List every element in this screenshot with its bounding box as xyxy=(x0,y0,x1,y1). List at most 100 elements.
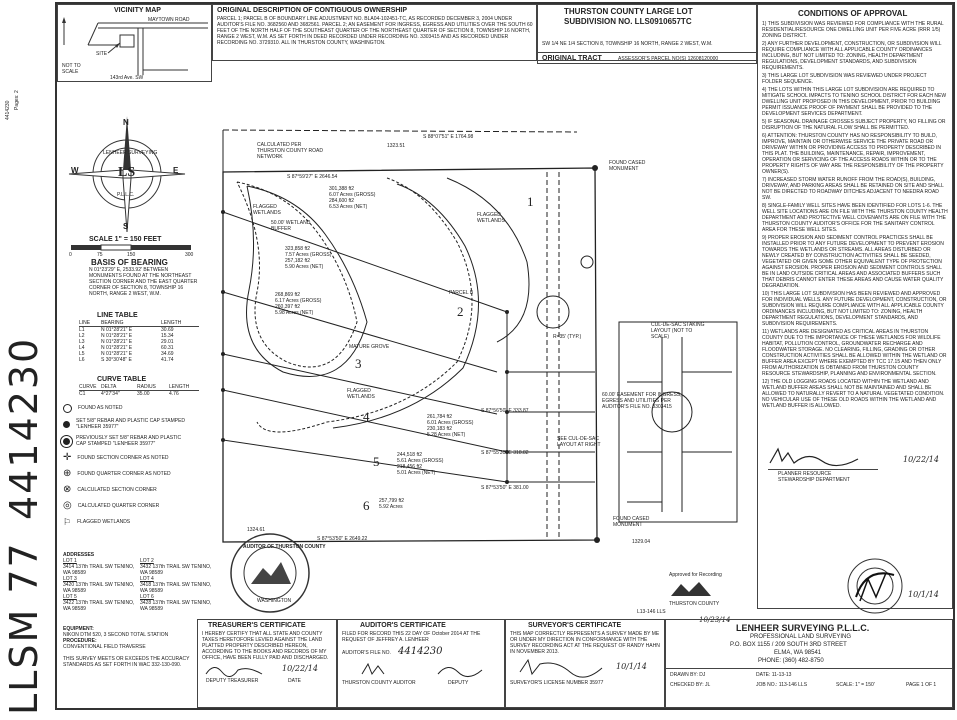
county-logo xyxy=(671,582,711,596)
curve-col: CURVE xyxy=(79,384,97,390)
curve-cell: 4.76 xyxy=(169,391,179,397)
legend-item: SET 5/8" REBAR AND PLASTIC CAP STAMPED "… xyxy=(63,416,213,432)
treasurer-text: I HEREBY CERTIFY THAT ALL STATE AND COUN… xyxy=(202,631,329,661)
vicinity-title: VICINITY MAP xyxy=(114,7,161,14)
line-table-row: L6 S 30°30'48" E 41.74 xyxy=(79,357,199,363)
line-table-cell: N 01°28'21" E xyxy=(101,333,133,339)
treasurer-signature xyxy=(205,667,263,677)
surveyor-date: 10/1/14 xyxy=(616,662,647,671)
company-name: LENHEER SURVEYING P.L.L.C. xyxy=(736,623,870,633)
line-table-cell: 60.31 xyxy=(161,345,174,351)
title-location: SW 1/4 NE 1/4 SECTION 8, TOWNSHIP 16 NOR… xyxy=(542,41,713,47)
compass-n: N xyxy=(123,118,129,127)
auditor-signature xyxy=(361,662,483,677)
curve-table-header: CURVE DELTA RADIUS LENGTH xyxy=(79,384,199,391)
lot-1-area: 301,388 ft2 6.07 Acres (GROSS) 284,600 f… xyxy=(329,186,375,210)
recording-date: 10/23/14 xyxy=(699,616,731,624)
area-text: 323,858 ft2 xyxy=(285,246,311,252)
area-text: 257,799 ft2 xyxy=(379,498,405,504)
condition-item: 3) THIS LARGE LOT SUBDIVISION WAS REVIEW… xyxy=(762,73,928,85)
bearing-2: S 87°56'50" E 333.87 xyxy=(481,408,529,414)
line-table-cell: S 30°30'48" E xyxy=(101,357,132,363)
address-lot: LOT 2 xyxy=(140,558,154,564)
flagged-wetland-icon: ⚐ xyxy=(63,517,72,527)
line-table-cell: 29.01 xyxy=(161,339,174,345)
logo-initials: LS xyxy=(118,165,136,180)
legend-text: FOUND AS NOTED xyxy=(78,405,123,411)
legend-text: FOUND QUARTER CORNER AS NOTED xyxy=(77,471,171,477)
address-lot: LOT 6 xyxy=(140,594,154,600)
approved-recording: Approved for Recording xyxy=(669,572,722,578)
line-table-cell: 15.34 xyxy=(161,333,174,339)
surveyor-signature xyxy=(519,658,603,678)
plat-sheet: VICINITY MAP MAYTOWN ROAD SITE 143rd Ave… xyxy=(55,2,955,710)
compass-s: S xyxy=(123,222,129,231)
lot-2-area: 323,858 ft2 7.57 Acres (GROSS) 257,182 f… xyxy=(285,246,331,270)
legend-text: FOUND SECTION CORNER AS NOTED xyxy=(77,455,169,461)
equipment-text: NIKON DTM 520, 3 SECOND TOTAL STATION xyxy=(63,632,169,638)
line-table-cell: L6 xyxy=(79,357,85,363)
compass-w: W xyxy=(71,166,79,175)
area-text: 6.07 Acres (GROSS) xyxy=(329,192,376,198)
drawing-number: L13-146 LLS xyxy=(637,609,666,615)
bearing-3: S 87°55'30" E 318.82 xyxy=(481,450,529,456)
vicinity-map: VICINITY MAP MAYTOWN ROAD SITE 143rd Ave… xyxy=(57,4,212,82)
surveyor-certificate: SURVEYOR'S CERTIFICATE THIS MAP CORRECTL… xyxy=(505,619,665,708)
seal-date: 10/1/14 xyxy=(908,590,939,599)
stamp-page-label: Pages: 2 xyxy=(14,90,20,110)
area-text: 5.90 Acres (NET) xyxy=(285,264,324,270)
title-line1: THURSTON COUNTY LARGE LOT xyxy=(564,7,693,16)
section-corner-icon: ✛ xyxy=(63,452,72,463)
auditor-file-label: AUDITOR'S FILE NO. xyxy=(342,650,391,656)
area-text: 244,518 ft2 xyxy=(397,452,423,458)
line-table-cell: L2 xyxy=(79,333,85,339)
curve-row: C1 4°27'34" 35.00 4.76 xyxy=(79,391,199,397)
auditor-certificate: AUDITOR'S CERTIFICATE FILED FOR RECORD T… xyxy=(337,619,505,708)
address-text: 3420 137th TRAIL SW TENINO, WA 98589 xyxy=(63,582,135,594)
auditor-title: AUDITOR'S CERTIFICATE xyxy=(360,622,446,629)
equipment: EQUIPMENT: NIKON DTM 520, 3 SECOND TOTAL… xyxy=(63,626,213,668)
bearing-4: S 87°53'50" E 381.00 xyxy=(481,485,529,491)
deputy-label: DEPUTY xyxy=(448,680,469,686)
surveyor-seal xyxy=(847,558,903,614)
condition-item: 2) ANY FURTHER DEVELOPMENT, CONSTRUCTION… xyxy=(762,41,943,71)
found-monument-icon xyxy=(63,403,72,413)
logo-company: LENHEER SURVEYING xyxy=(103,150,158,156)
line-table-cell: N 01°28'21" E xyxy=(101,339,133,345)
lot-1-number: 1 xyxy=(527,194,534,209)
planner-label: PLANNER RESOURCE STEWARDSHIP DEPARTMENT xyxy=(778,471,850,483)
surveyor-text: THIS MAP CORRECTLY REPRESENTS A SURVEY M… xyxy=(510,631,660,655)
legend-item: ⊗CALCULATED SECTION CORNER xyxy=(63,482,213,498)
label-wetlands-3: FLAGGED WETLANDS xyxy=(347,388,375,400)
label-grove: MATURE GROVE xyxy=(349,344,390,350)
area-text: 301,388 ft2 xyxy=(329,186,355,192)
legal-title: ORIGINAL DESCRIPTION OF CONTIGUOUS OWNER… xyxy=(217,7,408,14)
legend-item: FOUND AS NOTED xyxy=(63,400,213,416)
vicinity-road: MAYTOWN ROAD xyxy=(148,17,190,23)
treasurer-signer: DEPUTY TREASURER xyxy=(206,678,259,684)
lot-3-number: 3 xyxy=(355,356,362,371)
lot-5-number: 5 xyxy=(373,454,380,469)
scale-tick-75: 75 xyxy=(97,252,103,258)
quarter-corner-icon: ⊕ xyxy=(63,468,72,479)
area-text: 218,456 ft2 xyxy=(397,464,423,470)
treasurer-title: TREASURER'S CERTIFICATE xyxy=(208,622,306,629)
legend: FOUND AS NOTED SET 5/8" REBAR AND PLASTI… xyxy=(63,400,213,530)
bearing-5: S 87°53'50" E 2649.22 xyxy=(317,536,368,542)
line-table-cell: 41.74 xyxy=(161,357,174,363)
address-lot: LOT 3 xyxy=(63,576,77,582)
legend-text: FLAGGED WETLANDS xyxy=(77,519,131,525)
area-text: 5.01 Acres (NET) xyxy=(397,470,436,476)
scale-tick-0: 0 xyxy=(69,252,72,258)
seal-outer: AUDITOR OF THURSTON COUNTY xyxy=(243,544,326,550)
curve-cell: 4°27'34" xyxy=(101,391,120,397)
lot-4-area: 261,784 ft2 6.01 Acres (GROSS) 230,183 f… xyxy=(427,414,473,438)
legend-item: ✛ FOUND SECTION CORNER AS NOTED xyxy=(63,450,213,466)
line-col: BEARING xyxy=(101,320,124,326)
